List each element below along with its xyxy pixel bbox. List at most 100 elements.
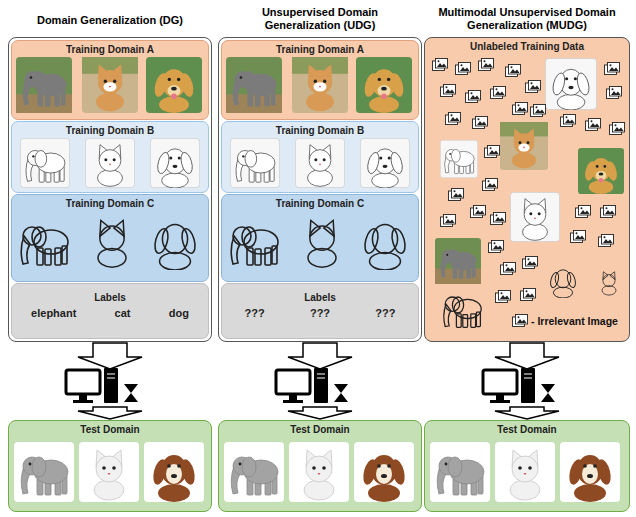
irrelevant-image [466,91,481,103]
cat-toy [289,442,349,502]
cat-outline [98,220,126,267]
cat-toy [495,442,555,502]
irrelevant-image [456,63,471,75]
elephant-photo [435,238,481,284]
test-domain-box: Test Domain [8,420,212,512]
panel-title: Unlabeled Training Data [425,38,629,53]
legend: - Irrelevant Image [512,314,618,327]
class-label: cat [115,307,131,320]
dog-photo [356,57,412,113]
irrelevant-image [479,59,494,71]
hourglass [124,384,138,402]
block-arrow [288,407,352,419]
elephant-outline [444,297,481,327]
cat-photo [292,57,348,113]
labels-heading: Labels [12,284,208,304]
heading-wrap: Domain Generalization (DG) [9,10,211,28]
elephant-toy [14,442,74,502]
irrelevant-image [531,105,546,117]
dog-outline [549,270,577,298]
irrelevant-image [483,179,498,191]
column-panel: Domain Generalization (DG)Training Domai… [8,37,212,342]
computer-icon [276,368,348,403]
elephant-photo [226,57,282,113]
monitor-stand [289,394,297,400]
block-arrow [78,343,142,369]
dog-outline [153,225,198,270]
dog-sketch [545,58,596,110]
domain-title: Test Domain [9,421,211,436]
test-domain-box: Test Domain [424,420,630,512]
dog-photo [578,148,624,194]
computer-tower [104,368,118,403]
heading-wrap: Multimodal Unsupervised Domain Generaliz… [425,6,629,33]
irrelevant-image [571,231,586,243]
monitor [66,370,100,394]
class-label: elephant [31,307,76,320]
dog-toy [354,442,414,502]
irrelevant-image [601,206,616,218]
irrelevant-image [441,85,456,97]
hourglass [334,384,348,402]
cat-outline [602,272,616,295]
irrelevant-image [491,87,506,99]
cat-sketch [295,138,344,187]
computer-tower [521,368,535,403]
irrelevant-image [449,189,464,201]
elephant-toy [430,442,490,502]
tower-slots [317,374,325,378]
domain-title: Test Domain [219,421,421,436]
irrelevant-image [561,115,576,127]
flow-arrow [78,343,142,419]
tower-slots [107,374,115,378]
monitor [276,370,310,394]
irrelevant-image [496,291,511,303]
elephant-sketch [20,138,69,187]
irrelevant-image [607,87,622,99]
irrelevant-image [576,206,591,218]
dog-outline [363,225,408,270]
column-panel: Unsupervised Domain Generalization (UDG)… [218,37,422,342]
dog-sketch [360,138,409,188]
dg-images [14,57,204,502]
dog-sketch [150,138,199,188]
domain-box: Training Domain A [221,40,419,120]
irrelevant-image [433,59,448,71]
computer-tower [314,368,328,403]
column-heading: Multimodal Unsupervised Domain Generaliz… [432,6,622,32]
elephant-outline [231,227,278,265]
cat-toy [79,442,139,502]
domain-box: Training Domain A [11,40,209,120]
domain-title: Training Domain B [222,122,418,137]
flow-arrow [495,343,559,419]
cat-sketch [85,138,134,187]
legend-icon [512,314,528,327]
labels-box: Labelselephantcatdog [11,283,209,339]
labels-box: Labels????????? [221,283,419,339]
monitor [483,370,517,394]
domain-box: Training Domain C [11,194,209,282]
irrelevant-image [501,263,516,275]
block-arrow [78,407,142,419]
cat-sketch [510,192,559,241]
domain-title: Training Domain B [12,122,208,137]
irrelevant-image [491,213,506,225]
unlabeled-data-panel: Multimodal Unsupervised Domain Generaliz… [424,37,630,342]
domain-box: Training Domain B [11,121,209,193]
monitor-base [283,400,303,403]
irrelevant-image [586,119,601,131]
irrelevant-image [471,206,486,218]
legend-row: - Irrelevant Image [512,314,618,327]
irrelevant-image [521,289,536,301]
irrelevant-image [441,215,456,227]
column-heading: Unsupervised Domain Generalization (UDG) [234,6,406,32]
cat-photo [500,122,548,170]
domain-title: Training Domain A [12,41,208,56]
column-heading: Domain Generalization (DG) [37,14,183,27]
dog-toy [144,442,204,502]
irrelevant-image [526,81,541,93]
monitor-stand [496,394,504,400]
irrelevant-image [473,117,488,129]
dog-photo [146,57,202,113]
